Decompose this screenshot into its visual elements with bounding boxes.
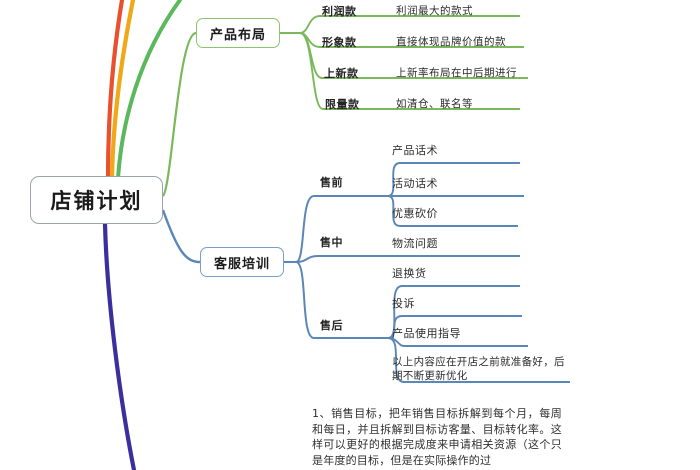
branch-line-orange [109,0,136,181]
branch-label-product-layout: 产品布局 [209,27,266,43]
link-root-to-service-training [161,209,201,264]
leaf-presale-3[interactable]: 优惠砍价 [392,207,438,220]
branch-line-red [105,0,125,181]
leaf-midsale-1[interactable]: 物流问题 [392,237,438,250]
branch-label-service-training: 客服培训 [213,256,270,272]
node-product-child-2-desc[interactable]: 直接体现品牌价值的款 [396,36,506,48]
node-product-child-1[interactable]: 利润款 [322,5,357,18]
leaf-aftersale-note[interactable]: 以上内容应在开店之前就准备好，后期不断更新优化 [392,356,565,382]
link-service-to-presale [295,195,380,263]
leaf-presale-2[interactable]: 活动话术 [392,177,438,190]
leaf-aftersale-1[interactable]: 退换货 [392,267,427,280]
leaf-presale-1[interactable]: 产品话术 [392,144,438,157]
mindmap-root-node[interactable]: 店铺计划 [30,176,163,224]
link-product-child-1 [299,15,520,34]
branch-line-green-offscreen [116,0,182,180]
bottom-paragraph: 1、销售目标，把年销售目标拆解到每个月，每周和每日，并且拆解到目标访客量、目标转… [312,407,562,467]
node-aftersale[interactable]: 售后 [320,319,343,332]
mindmap-root-label: 店铺计划 [50,189,143,213]
link-service-to-midsale [295,255,520,263]
branch-node-product-layout[interactable]: 产品布局 [196,18,280,48]
node-product-child-3[interactable]: 上新款 [324,67,359,80]
leaf-aftersale-3[interactable]: 产品使用指导 [392,327,461,340]
branch-node-service-training[interactable]: 客服培训 [200,247,284,277]
branch-line-purple [102,221,137,470]
node-product-child-1-desc[interactable]: 利润最大的款式 [396,5,473,17]
node-product-child-2[interactable]: 形象款 [322,36,357,49]
node-product-child-4-desc[interactable]: 如清仓、联名等 [396,98,473,110]
node-midsale[interactable]: 售中 [320,236,343,249]
leaf-aftersale-2[interactable]: 投诉 [392,297,415,310]
node-product-child-4[interactable]: 限量款 [325,98,360,111]
link-root-to-product-layout [162,31,197,197]
node-presale[interactable]: 售前 [320,176,343,189]
node-product-child-3-desc[interactable]: 上新率布局在中后期进行 [396,67,517,79]
